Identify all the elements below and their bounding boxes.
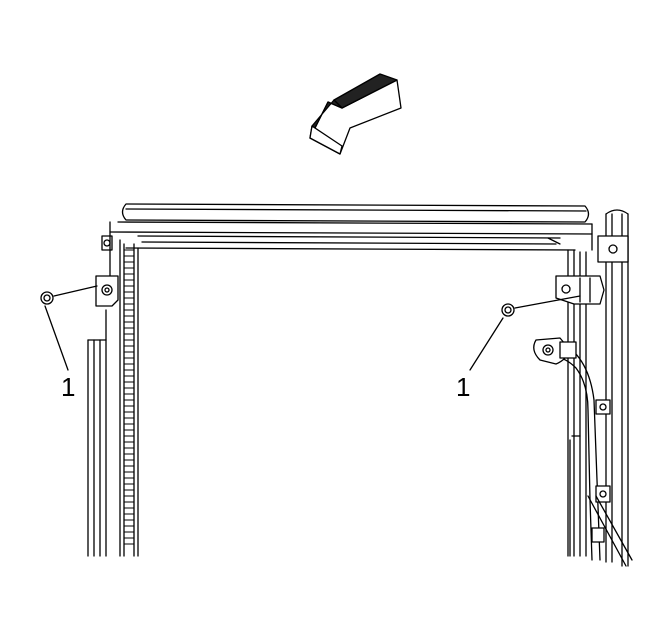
callout-label-right: 1 bbox=[456, 372, 471, 402]
top-tank bbox=[109, 203, 593, 251]
right-side-tank bbox=[547, 209, 629, 567]
callout-label-left: 1 bbox=[61, 372, 76, 402]
right-bracket bbox=[555, 275, 605, 305]
left-fastener bbox=[40, 285, 98, 371]
refrigerant-line bbox=[533, 337, 633, 567]
left-bracket bbox=[95, 275, 119, 307]
right-fastener bbox=[469, 295, 581, 371]
direction-arrow-icon bbox=[309, 73, 402, 155]
left-side-tank bbox=[87, 235, 139, 557]
right-lower-details bbox=[569, 435, 581, 557]
